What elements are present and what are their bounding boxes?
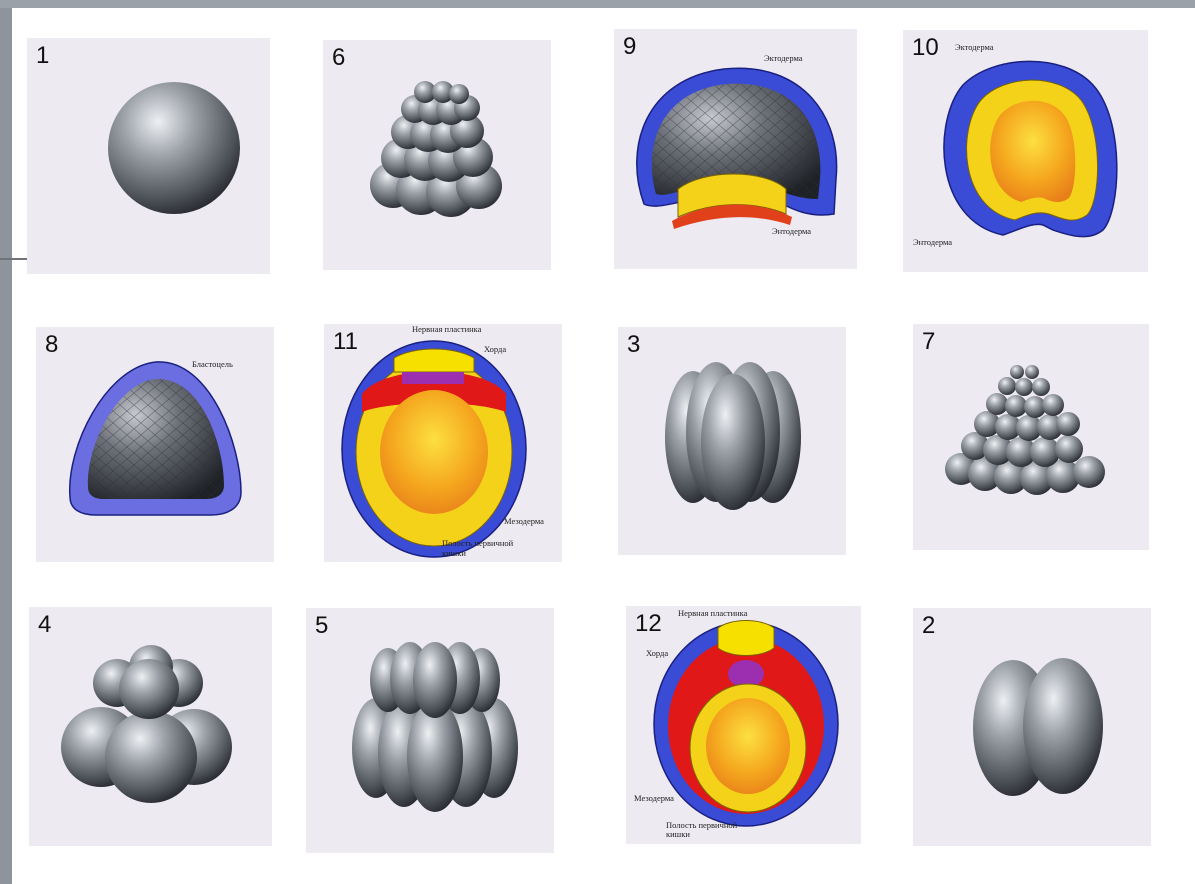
sixteen-cell-blastomeres [29,607,272,846]
label-endoderm: Энтодерма [772,226,811,236]
label-gut-cavity-2: кишки [442,548,466,558]
panel-morula-32: 6 [323,40,551,270]
label-endoderm: Энтодерма [913,237,952,247]
neurula-early-diagram: Нервная пластинка Хорда Мезодерма Полост… [324,324,562,562]
label-ectoderm: Эктодерма [764,53,803,63]
panel-zygote: 1 [27,38,270,274]
slide-top-border [0,0,1195,8]
label-neural-plate: Нервная пластинка [412,324,482,334]
panel-8-cell: 3 [618,327,846,555]
two-cell-blastomeres [913,608,1151,846]
panel-32-cell: 5 [306,608,554,853]
label-mesoderm: Мезодерма [504,516,544,526]
label-neural-plate: Нервная пластинка [678,608,748,618]
panel-16-cell: 4 [29,607,272,846]
label-mesoderm: Мезодерма [634,793,674,803]
label-ectoderm: Эктодерма [955,42,994,52]
slide-accent-line [0,258,30,260]
zygote-sphere [27,38,270,274]
label-gut-cavity-2: кишки [666,829,690,839]
morula-pyramid [913,324,1149,550]
gastrula-late-diagram: Эктодерма Энтодерма [903,30,1148,272]
label-chord: Хорда [484,344,506,354]
morula-cluster [323,40,551,270]
panel-neurula-early: 11 Нервная пластинка Хорда Мезодерма Пол… [324,324,562,562]
slide-left-border [0,0,12,884]
neurula-late-diagram: Нервная пластинка Хорда Мезодерма Полост… [626,606,861,844]
blastula-diagram: Бластоцель [36,327,274,562]
eight-cell-blastomeres [618,327,846,555]
thirty-two-cell-blastomeres [306,608,554,853]
panel-neurula-late: 12 Нервная пластинка Хорда Мезодерма Пол… [626,606,861,844]
panel-gastrula-early: 9 Эктодерма Энтодерма [614,29,857,269]
panel-blastula: 8 Бластоцель [36,327,274,562]
gastrula-early-diagram: Эктодерма Энтодерма [614,29,857,269]
panel-2-cell: 2 [913,608,1151,846]
panel-gastrula-late: 10 Эктодерма Энтодерма [903,30,1148,272]
label-chord: Хорда [646,648,668,658]
label-gut-cavity: Полость первичной [442,538,514,548]
label-blastocoel: Бластоцель [192,359,233,369]
panel-morula-64: 7 [913,324,1149,550]
